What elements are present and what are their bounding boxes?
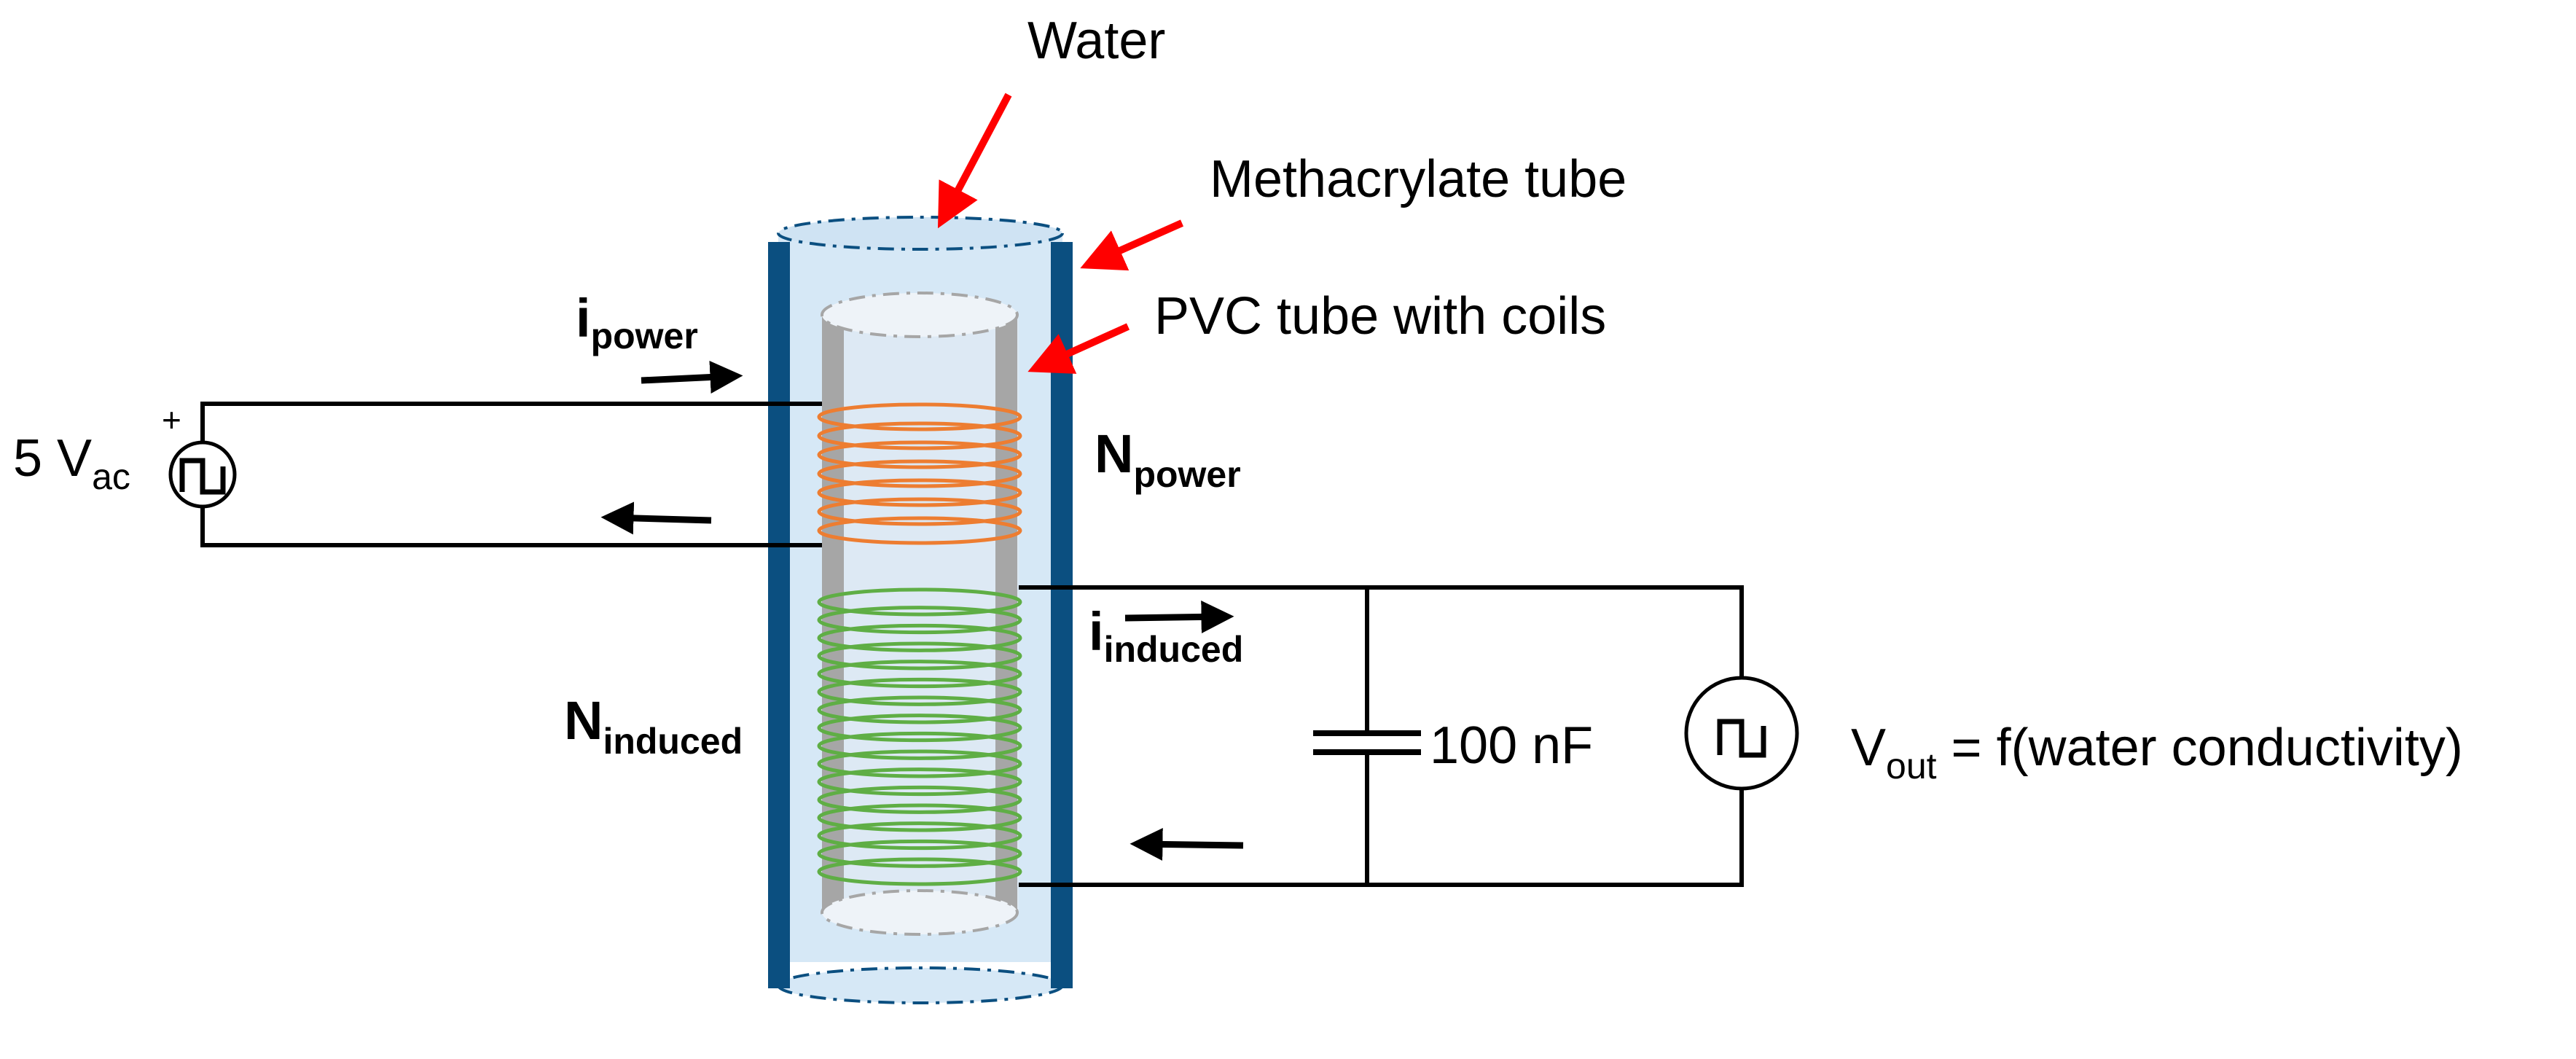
water-pointer-arrow (937, 93, 1012, 229)
induced-coil-turn (817, 587, 1022, 617)
tube-top-ellipse (777, 216, 1064, 251)
power-coil-turn (817, 421, 1022, 450)
induced-coil-turn (817, 821, 1022, 851)
n-power-label: Npower (1095, 423, 1241, 495)
induced-coil-turn (817, 803, 1022, 832)
i-power-label: ipower (576, 288, 698, 356)
induced-coil-turn (817, 660, 1022, 689)
n-induced-label: Ninduced (564, 690, 743, 762)
square-wave-icon (179, 458, 226, 495)
power-coil-turn (817, 497, 1022, 526)
power-wire-bottom (200, 503, 822, 547)
capacitor-symbol (1313, 730, 1421, 755)
induced-coil-turn (817, 731, 1022, 760)
vout-label: Vout = f(water conductivity) (1851, 719, 2463, 786)
pvc-pointer-arrow (1027, 323, 1130, 374)
power-wire-top (200, 402, 822, 446)
induced-coil-turn (817, 623, 1022, 652)
induced-coil-turn (817, 767, 1022, 797)
induced-coil-turn (817, 785, 1022, 814)
pvc-tube-bottom-ellipse (821, 889, 1019, 936)
induced-coil-turn (817, 677, 1022, 706)
power-coil-turn (817, 440, 1022, 469)
pvc-tube-top-ellipse (821, 292, 1019, 338)
induced-coil-turn (817, 641, 1022, 671)
power-coil (817, 402, 1022, 545)
induced-coil-turn (817, 606, 1022, 635)
induced-coil-turn (817, 695, 1022, 724)
return-induced-arrow (1130, 827, 1244, 861)
methacrylate-tube-label: Methacrylate tube (1210, 150, 1626, 208)
source-plus-sign: + (162, 401, 181, 439)
capacitor-value-label: 100 nF (1430, 716, 1593, 775)
induced-coil (817, 587, 1022, 886)
induced-coil-turn (817, 857, 1022, 886)
i-induced-arrow (1124, 600, 1234, 633)
i-induced-label: iinduced (1089, 601, 1243, 670)
induced-coil-turn (817, 839, 1022, 868)
induced-wire-bottom (1019, 789, 1744, 887)
return-power-arrow (600, 501, 712, 535)
tube-left-wall (768, 242, 790, 988)
ac-source-5v (168, 440, 237, 509)
square-wave-icon (1717, 719, 1766, 758)
induced-wire-top (1019, 585, 1744, 678)
pointer-arrows (937, 93, 1184, 374)
power-coil-turn (817, 478, 1022, 507)
i-power-arrow (641, 361, 743, 394)
output-voltage-source (1684, 676, 1799, 791)
induced-circuit-wires (1019, 585, 1744, 887)
induced-coil-turn (817, 749, 1022, 778)
methacrylate-pointer-arrow (1080, 219, 1184, 271)
pvc-tube-label: PVC tube with coils (1154, 287, 1606, 345)
tube-bottom-ellipse (777, 966, 1064, 1004)
power-coil-turn (817, 402, 1022, 431)
power-circuit-wires (200, 402, 822, 547)
power-coil-turn (817, 459, 1022, 488)
water-label: Water (1027, 12, 1165, 70)
power-coil-turn (817, 516, 1022, 545)
induced-coil-turn (817, 714, 1022, 743)
source-voltage-label: 5 Vac (13, 429, 130, 497)
current-arrows (600, 361, 1244, 861)
